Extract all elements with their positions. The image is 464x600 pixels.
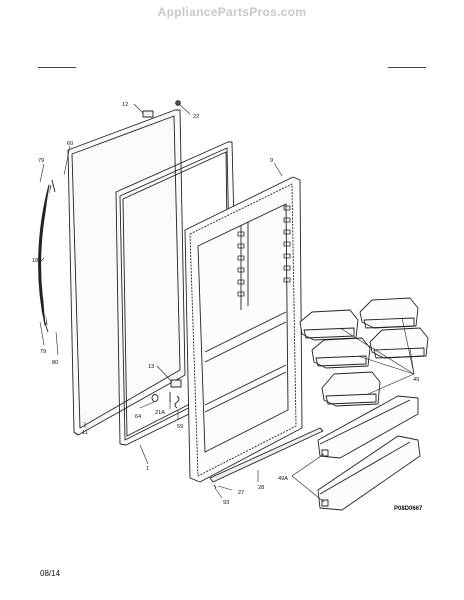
label-12: 12: [122, 102, 128, 108]
label-18: 18: [32, 258, 38, 264]
trim-piece: [213, 484, 217, 489]
label-9: 9: [270, 158, 273, 164]
revision-date: 08/14: [40, 569, 61, 578]
label-11: 11: [82, 430, 88, 436]
bushing: [175, 100, 181, 106]
door-bin-upper-right: [359, 297, 419, 329]
site-watermark: AppliancePartsPros.com: [157, 5, 307, 19]
door-bin-upper-left: [299, 309, 359, 341]
outer-door-panel: [67, 109, 186, 436]
label-80: 80: [52, 360, 58, 366]
door-bin-large-lower: [317, 435, 421, 511]
label-1: 1: [146, 466, 149, 472]
label-60: 60: [67, 141, 73, 147]
label-22: 22: [193, 114, 199, 120]
spring-part: [174, 395, 180, 409]
plug-part: [151, 394, 159, 402]
door-bin-lower: [321, 371, 381, 407]
label-79-top: 79: [38, 158, 44, 164]
header-rule-right: [388, 67, 426, 68]
door-bin-large-upper: [317, 395, 419, 459]
top-cover: [142, 110, 154, 118]
label-49: 49: [413, 377, 419, 383]
header-rule-left: [38, 67, 76, 68]
label-27: 27: [238, 490, 244, 496]
diagram-code: P08D0667: [394, 506, 423, 512]
label-21a: 21A: [155, 410, 165, 416]
label-59: 59: [177, 424, 183, 430]
label-79-bottom: 79: [40, 349, 46, 355]
door-bin-mid-left: [311, 337, 371, 369]
label-13: 13: [148, 364, 154, 370]
label-49a: 49A: [278, 476, 288, 482]
bottom-strip: [209, 427, 324, 483]
door-bin-mid-right: [369, 327, 429, 359]
door-handle: [38, 179, 56, 333]
label-64: 64: [135, 414, 141, 420]
inner-door-liner: [184, 176, 303, 483]
small-screw-part: [170, 379, 182, 388]
label-93: 93: [223, 500, 229, 506]
label-28: 28: [258, 485, 264, 491]
